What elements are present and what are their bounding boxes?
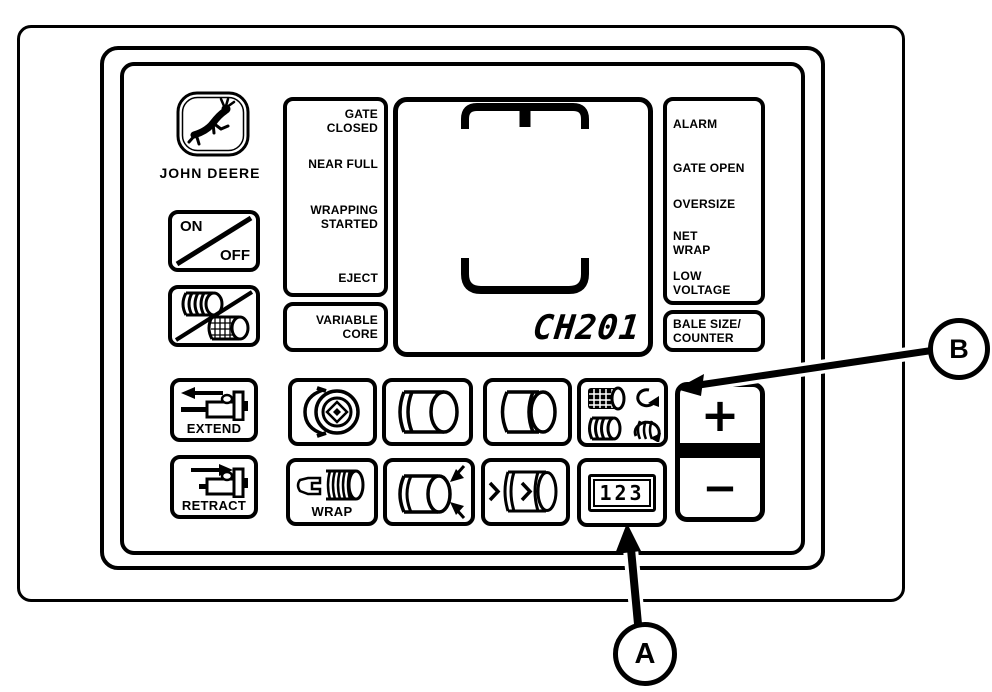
counter-button[interactable]: 123 (577, 458, 667, 527)
status-wrapping-started: WRAPPING STARTED (310, 203, 378, 231)
plus-label: + (700, 388, 740, 442)
bale-size-arrows-icon (398, 465, 466, 519)
bale-size-counter-box: BALE SIZE/ COUNTER (663, 310, 765, 352)
rotate-arrow-icon (633, 420, 661, 439)
minus-label: − (702, 462, 738, 512)
status-low-voltage: LOW VOLTAGE (673, 269, 731, 297)
wrap-feed-icon (296, 469, 365, 501)
power-off-label: OFF (220, 247, 250, 264)
power-button[interactable]: ON OFF (168, 210, 260, 272)
illustration-border (17, 25, 905, 602)
twine-net-select-button[interactable] (168, 285, 260, 347)
wrap-hand-icon (296, 476, 322, 496)
john-deere-logo (174, 90, 252, 160)
status-oversize: OVERSIZE (673, 197, 736, 211)
bale-select-button-2[interactable] (483, 378, 572, 446)
wrap-button[interactable]: WRAP (286, 458, 378, 526)
bale-shape-segments-icon (461, 103, 589, 294)
status-alarm: ALARM (673, 117, 718, 131)
brand-name: JOHN DEERE (159, 165, 261, 181)
extend-button[interactable]: EXTEND (170, 378, 258, 442)
bale-density-icon (488, 470, 557, 513)
actuator-retract-icon (191, 464, 248, 498)
callout-a-arrowhead-icon (615, 523, 641, 554)
status-eject: EJECT (338, 271, 378, 285)
adjust-rocker: + − (675, 382, 765, 522)
counter-digits: 123 (593, 478, 651, 507)
retract-button[interactable]: RETRACT (170, 455, 258, 519)
variable-core-box: VARIABLE CORE (283, 302, 388, 352)
status-gate-open: GATE OPEN (673, 161, 745, 175)
bale-cylinder-mirrored-icon (500, 390, 557, 434)
callout-b-arrowhead-icon (676, 374, 704, 396)
net-twine-count-button[interactable] (577, 378, 668, 447)
bale-size-counter-label: BALE SIZE/ COUNTER (673, 317, 742, 345)
variable-core-button[interactable] (288, 378, 377, 446)
bale-size-button[interactable] (383, 458, 475, 526)
status-box-left: GATE CLOSED NEAR FULL WRAPPING STARTED E… (283, 97, 388, 297)
decrease-button[interactable]: − (680, 458, 760, 517)
extend-label: EXTEND (186, 421, 242, 436)
power-on-label: ON (180, 218, 203, 235)
status-gate-closed: GATE CLOSED (326, 107, 378, 135)
monitor-inner-bezel (120, 62, 805, 555)
variable-core-label: VARIABLE CORE (315, 313, 378, 341)
lcd-display: CH201 (393, 97, 653, 357)
slash-icon (175, 215, 253, 267)
rotate-arrow-icon (635, 387, 656, 407)
bale-density-button[interactable] (481, 458, 570, 526)
net-twine-count-icon (587, 386, 661, 442)
bale-select-button-1[interactable] (382, 378, 473, 446)
twine-net-select-icon (174, 290, 254, 342)
arrow-left-icon (181, 387, 195, 399)
wrap-label: WRAP (311, 504, 353, 519)
monitor-outer-bezel (100, 46, 825, 570)
callout-b: B (928, 318, 990, 380)
counter-display-icon: 123 (588, 473, 656, 512)
callout-a: A (613, 622, 677, 686)
bale-cylinder-icon (397, 390, 459, 434)
rocker-divider (680, 443, 760, 458)
bale-core-icon (302, 386, 360, 438)
retract-label: RETRACT (181, 498, 247, 513)
status-near-full: NEAR FULL (308, 157, 378, 171)
status-net-wrap: NET WRAP (673, 229, 711, 257)
status-box-right: ALARM GATE OPEN OVERSIZE NET WRAP LOW VO… (663, 97, 765, 305)
deere-leaping-deer-icon (176, 91, 250, 157)
increase-button[interactable]: + (680, 387, 760, 443)
actuator-extend-icon (181, 387, 248, 421)
